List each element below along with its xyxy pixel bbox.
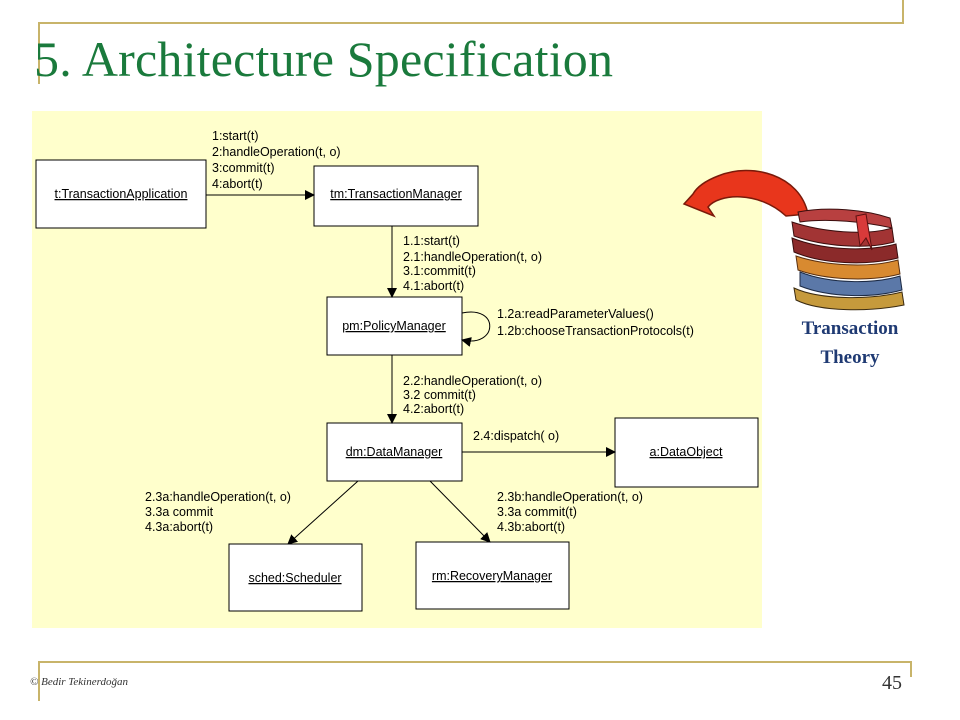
message-label: 1:start(t) (212, 129, 259, 143)
book-caption-line2: Theory (820, 347, 880, 368)
object-label: pm:PolicyManager (342, 319, 446, 333)
message-label: 4:abort(t) (212, 177, 263, 191)
messages-pm-self: 1.2a:readParameterValues() 1.2b:chooseTr… (497, 307, 694, 338)
messages-pm-dm: 2.2:handleOperation(t, o) 3.2 commit(t) … (403, 374, 542, 416)
message-label: 1.2a:readParameterValues() (497, 307, 654, 321)
message-label: 3.3a commit (145, 505, 214, 519)
message-label: 1.2b:chooseTransactionProtocols(t) (497, 324, 694, 338)
book-caption-line1: Transaction (801, 318, 899, 339)
footer-left-tick (38, 661, 40, 701)
link-pm-self (461, 311, 491, 347)
book-caption: Transaction Theory (770, 314, 930, 372)
message-label: 2.3a:handleOperation(t, o) (145, 490, 291, 504)
message-label: 3:commit(t) (212, 161, 275, 175)
page-number: 45 (882, 672, 902, 694)
top-left-tick (38, 22, 40, 84)
message-label: 4.3b:abort(t) (497, 520, 565, 534)
object-scheduler: sched:Scheduler (228, 543, 363, 612)
object-label: tm:TransactionManager (330, 187, 462, 201)
top-right-tick (902, 0, 904, 24)
messages-dm-sched: 2.3a:handleOperation(t, o) 3.3a commit 4… (145, 490, 291, 534)
message-label: 2.3b:handleOperation(t, o) (497, 490, 643, 504)
link-dm-sched (287, 480, 359, 545)
books-stack-icon (791, 208, 905, 311)
top-rule (38, 22, 904, 24)
object-label: t:TransactionApplication (55, 187, 188, 201)
message-label: 3.3a commit(t) (497, 505, 577, 519)
footer-right-tick (910, 661, 912, 677)
messages-dm-rm: 2.3b:handleOperation(t, o) 3.3a commit(t… (497, 490, 643, 534)
slide-title: 5. Architecture Specification (34, 31, 614, 87)
object-label: dm:DataManager (346, 445, 443, 459)
message-label: 3.2 commit(t) (403, 388, 476, 402)
curved-arrow-icon (682, 169, 809, 218)
object-transaction-application: t:TransactionApplication (35, 159, 207, 229)
object-label: a:DataObject (650, 445, 723, 459)
footer-rule (38, 661, 912, 663)
object-transaction-manager: tm:TransactionManager (313, 165, 479, 227)
message-label: 4.1:abort(t) (403, 279, 464, 293)
message-label: 4.2:abort(t) (403, 402, 464, 416)
message-label: 2.4:dispatch( o) (473, 429, 559, 443)
message-label: 1.1:start(t) (403, 234, 460, 248)
object-recovery-manager: rm:RecoveryManager (415, 541, 570, 610)
messages-tm-pm: 1.1:start(t) 2.1:handleOperation(t, o) 3… (403, 234, 542, 293)
message-label: 3.1:commit(t) (403, 264, 476, 278)
object-data-manager: dm:DataManager (326, 422, 463, 482)
object-data-object: a:DataObject (614, 417, 759, 488)
link-dm-rm (429, 480, 491, 543)
message-label: 2:handleOperation(t, o) (212, 145, 341, 159)
footer-credit: © Bedir Tekinerdoğan (30, 676, 128, 688)
message-label: 4.3a:abort(t) (145, 520, 213, 534)
message-label: 2.2:handleOperation(t, o) (403, 374, 542, 388)
object-label: rm:RecoveryManager (432, 569, 552, 583)
messages-app-tm: 1:start(t) 2:handleOperation(t, o) 3:com… (212, 129, 341, 191)
object-label: sched:Scheduler (248, 571, 341, 585)
message-label: 2.1:handleOperation(t, o) (403, 250, 542, 264)
messages-dm-ao: 2.4:dispatch( o) (473, 429, 559, 443)
object-policy-manager: pm:PolicyManager (326, 296, 463, 356)
